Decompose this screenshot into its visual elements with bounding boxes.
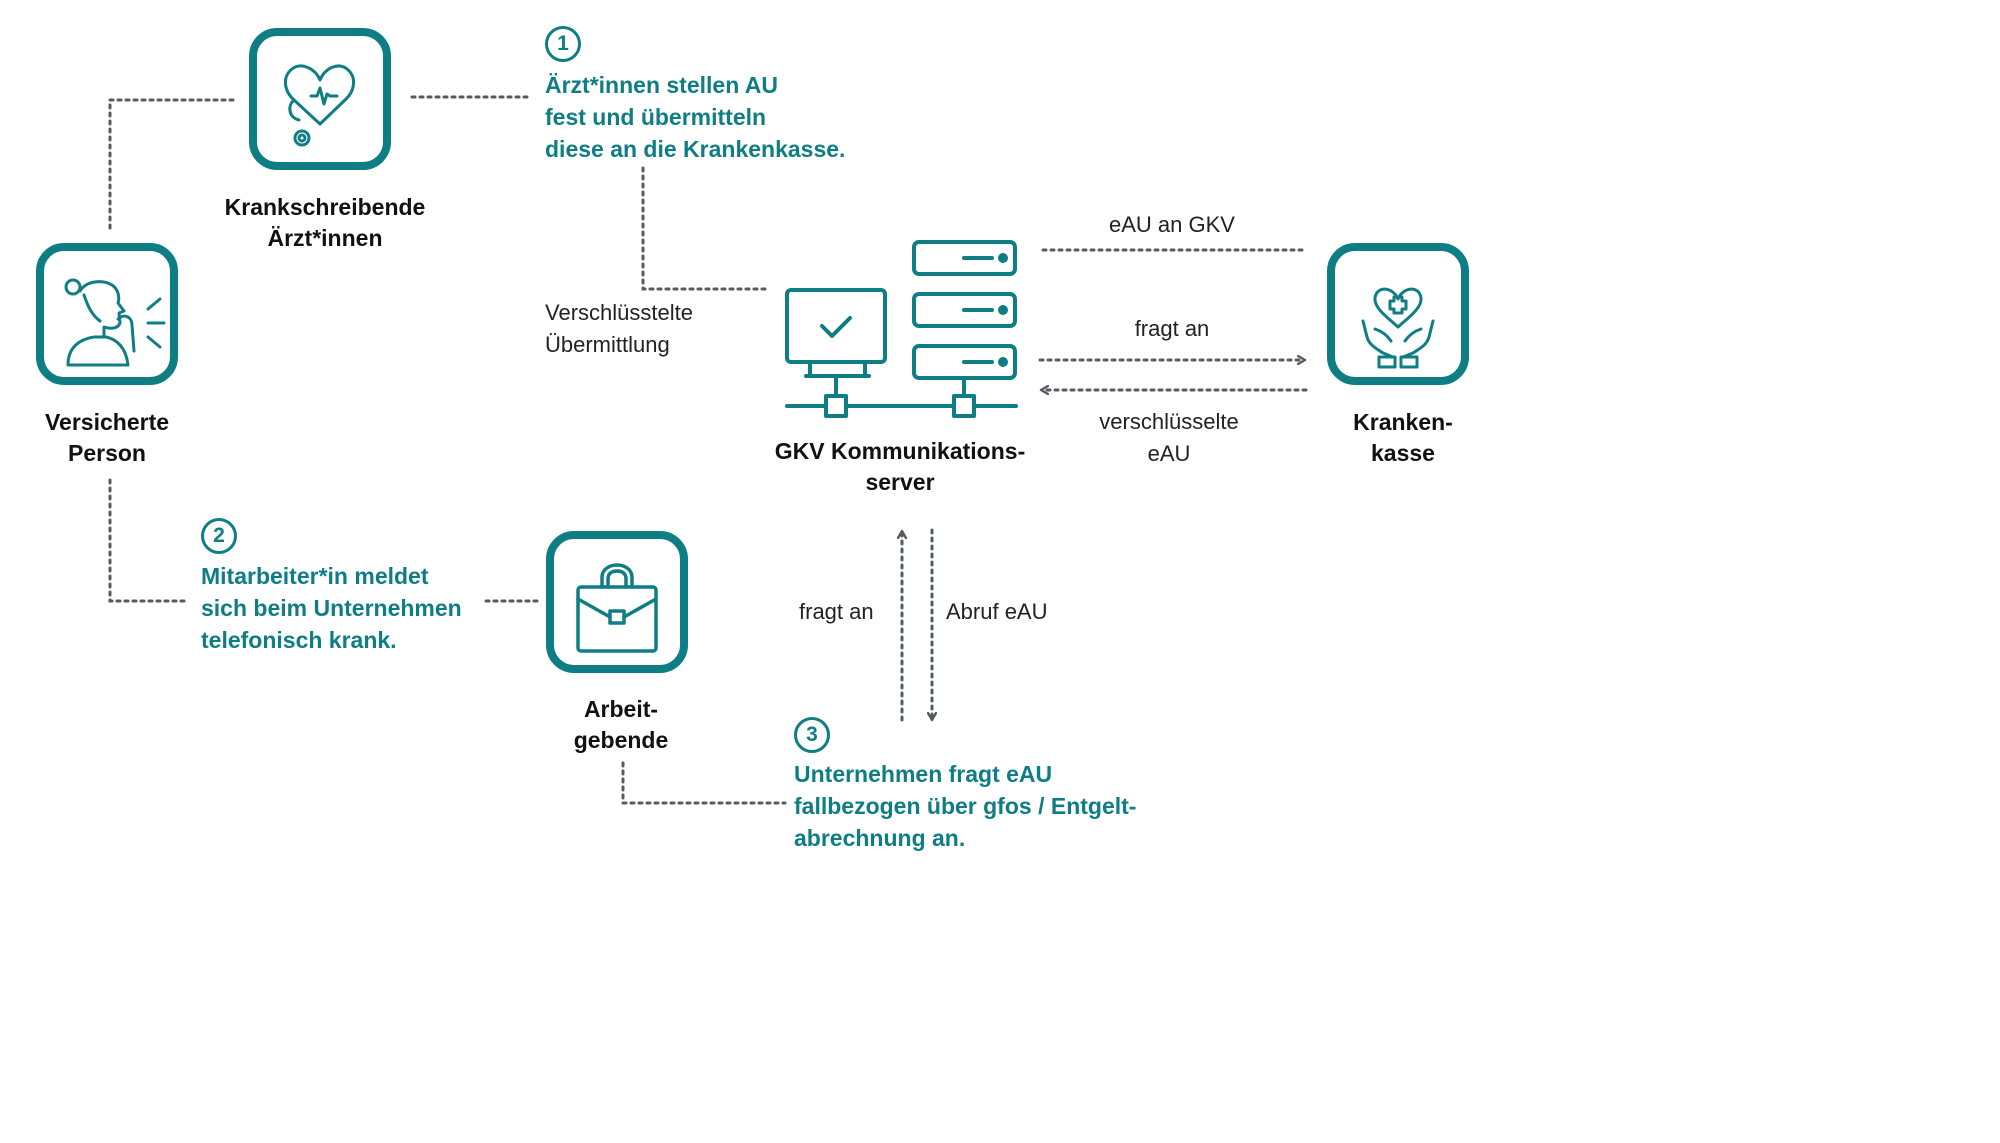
connector-employer-step3 bbox=[621, 761, 787, 805]
monitor-shape bbox=[785, 288, 887, 364]
person-icon-box bbox=[36, 243, 178, 385]
step-3-line-3: abrechnung an. bbox=[794, 825, 966, 851]
server-network-icon bbox=[785, 240, 1018, 418]
insurer-icon-box bbox=[1327, 243, 1469, 385]
eau-to-gkv-label: eAU an GKV bbox=[1109, 212, 1235, 237]
person-label: Versicherte Person bbox=[7, 407, 207, 469]
connector-lines bbox=[108, 95, 1308, 805]
server-unit-1 bbox=[912, 240, 1017, 276]
step-3-line-1: Unternehmen fragt eAU bbox=[794, 761, 1053, 787]
employer-icon-box bbox=[546, 531, 688, 673]
doctors-label-line-2: Ärzt*innen bbox=[267, 225, 383, 251]
step-2-number: 2 bbox=[201, 518, 237, 554]
asks-insurer-label: fragt an bbox=[1134, 316, 1210, 341]
step-3-line-2: fallbezogen über gfos / Entgelt- bbox=[794, 793, 1137, 819]
encrypted-eau-label: verschlüsselte eAU bbox=[1069, 406, 1269, 470]
step-1-text: Ärzt*innen stellen AU fest und übermitte… bbox=[545, 69, 845, 165]
person-label-line-2: Person bbox=[68, 440, 146, 466]
step-3-number: 3 bbox=[794, 717, 830, 753]
employer-label: Arbeit- gebende bbox=[521, 694, 721, 756]
insurer-label-line-1: Kranken- bbox=[1353, 409, 1453, 435]
insurer-label: Kranken- kasse bbox=[1303, 407, 1503, 469]
employer-label-line-1: Arbeit- bbox=[583, 696, 659, 722]
step-1-line-1: Ärzt*innen stellen AU bbox=[545, 72, 779, 98]
briefcase-icon bbox=[576, 563, 658, 653]
coughing-person-icon bbox=[64, 278, 166, 367]
asks-server-label: fragt an bbox=[799, 599, 874, 624]
encrypted-transfer-line-1: Verschlüsstelte bbox=[545, 300, 693, 325]
step-2-line-2: sich beim Unternehmen bbox=[201, 595, 462, 621]
server-label-line-2: server bbox=[865, 469, 935, 495]
encrypted-transfer-label: Verschlüsstelte Übermittlung bbox=[545, 297, 693, 361]
step-2-line-1: Mitarbeiter*in meldet bbox=[201, 563, 429, 589]
step-3-text: Unternehmen fragt eAU fallbezogen über g… bbox=[794, 758, 1136, 854]
step-1-line-3: diese an die Krankenkasse. bbox=[545, 136, 846, 162]
server-label-line-1: GKV Kommunikations- bbox=[774, 438, 1026, 464]
step-2-line-3: telefonisch krank. bbox=[201, 627, 397, 653]
connector-person-doctors bbox=[108, 98, 235, 230]
connector-step1-server bbox=[641, 166, 772, 291]
server-unit-2 bbox=[912, 292, 1017, 328]
step-1-line-2: fest und übermitteln bbox=[545, 104, 767, 130]
stethoscope-heart-icon bbox=[284, 64, 355, 147]
retrieve-eau-label: Abruf eAU bbox=[946, 599, 1048, 624]
step-2-text: Mitarbeiter*in meldet sich beim Unterneh… bbox=[201, 560, 462, 656]
doctors-label: Krankschreibende Ärzt*innen bbox=[195, 192, 455, 254]
step-1-number: 1 bbox=[545, 26, 581, 62]
encrypted-eau-line-1: verschlüsselte bbox=[1099, 409, 1239, 434]
encrypted-eau-line-2: eAU bbox=[1147, 441, 1191, 466]
doctors-icon-box bbox=[249, 28, 391, 170]
insurer-label-line-2: kasse bbox=[1371, 440, 1435, 466]
person-label-line-1: Versicherte bbox=[44, 409, 170, 435]
doctors-label-line-1: Krankschreibende bbox=[224, 194, 426, 220]
connector-person-step2 bbox=[108, 478, 190, 603]
server-label: GKV Kommunikations- server bbox=[740, 436, 1060, 498]
employer-label-line-2: gebende bbox=[573, 727, 669, 753]
heart-hands-icon bbox=[1361, 287, 1435, 369]
encrypted-transfer-line-2: Übermittlung bbox=[545, 332, 670, 357]
